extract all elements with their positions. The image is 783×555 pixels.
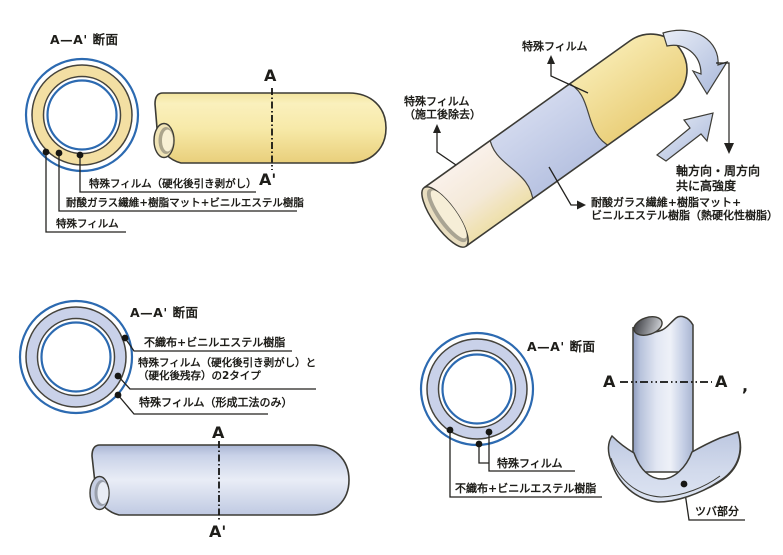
label-strength: 軸方向・周方向 共に高強度	[676, 164, 760, 193]
label-glass-fiber-layer: 耐酸ガラス繊維+樹脂マット+ビニルエステル樹脂	[66, 197, 304, 209]
resin-zone-lavender	[489, 81, 612, 204]
top-right-coated-pipe	[421, 19, 702, 248]
label-flange: ツバ部分	[695, 505, 739, 518]
label-resin-layer: 耐酸ガラス繊維+樹脂マット+ ビニルエステル樹脂（熱硬化性樹脂）	[591, 196, 778, 223]
top-left-pipe	[153, 88, 387, 170]
section-title: A—A' 断面	[50, 32, 119, 47]
top-left-leader-lines	[45, 152, 297, 233]
label-film-types: 特殊フィルム（硬化後引き剥がし）と （硬化後残存）の2タイプ	[138, 357, 316, 383]
up-arrowhead-icon	[433, 124, 441, 133]
circumferential-direction-arrow-icon	[662, 29, 729, 96]
label-film-removed-line1: 特殊フィルム	[404, 95, 470, 108]
label-special-film: 特殊フィルム	[522, 40, 588, 53]
label-outer-film: 特殊フィルム	[56, 218, 119, 230]
flange-rim-line	[610, 457, 721, 498]
axial-direction-arrow-icon	[655, 112, 714, 162]
bottom-left-pipe	[89, 441, 350, 522]
bottom-right-flanged-pipe	[607, 315, 742, 503]
label-resin-layer-line2: ビニルエステル樹脂（熱硬化性樹脂）	[591, 209, 778, 223]
top-left-cross-section-ring	[24, 57, 140, 173]
label-special-film: 特殊フィルム	[497, 457, 563, 470]
label-strength-line2: 共に高強度	[676, 178, 737, 193]
axis-letter-a-prime: A'	[209, 522, 227, 541]
tube-opening	[633, 316, 663, 336]
label-nonwoven: 不織布+ビニルエステル樹脂	[144, 336, 286, 349]
top-right-leader-lines	[433, 55, 734, 210]
label-film-removed: 特殊フィルム （施工後除去）	[404, 95, 481, 122]
bottom-left-cross-section-ring	[18, 299, 134, 415]
axis-letter-a-right: A	[715, 372, 728, 391]
label-film-removed-line2: （施工後除去）	[404, 108, 481, 122]
bottom-right-cross-section-ring	[419, 331, 535, 447]
pipe-mouth-rim	[421, 186, 469, 248]
top-left-callout-dots	[42, 148, 84, 159]
label-inner-film: 特殊フィルム（硬化後引き剥がし）	[89, 178, 257, 190]
label-film-types-line1: 特殊フィルム（硬化後引き剥がし）と	[138, 357, 317, 369]
axis-prime-mark: ,	[742, 376, 749, 395]
down-arrowhead-icon	[724, 143, 734, 154]
label-resin-layer-line1: 耐酸ガラス繊維+樹脂マット+	[591, 196, 742, 209]
right-arrowhead-icon	[577, 200, 586, 210]
axis-letter-a-prime: A'	[259, 170, 277, 189]
bottom-left-callout-dots	[114, 334, 129, 399]
bottom-left-leader-lines	[117, 337, 316, 415]
section-title: A—A' 断面	[130, 305, 199, 320]
vertical-tube	[632, 315, 694, 473]
label-film-types-line2: （硬化後残存）の2タイプ	[138, 369, 261, 382]
label-strength-line1: 軸方向・周方向	[676, 164, 761, 178]
axis-letter-a: A	[212, 423, 225, 442]
pipe-mouth-rim	[153, 122, 175, 159]
up-arrowhead-icon	[547, 55, 555, 64]
label-nonwoven: 不織布+ビニルエステル樹脂	[455, 482, 597, 495]
axis-letter-a: A	[264, 66, 277, 85]
pipe-mouth-rim	[89, 475, 110, 511]
section-title: A—A' 断面	[527, 339, 596, 354]
axis-letter-a-left: A	[603, 372, 616, 391]
film-zone-yellow	[565, 19, 702, 148]
callout-dot	[680, 480, 688, 488]
label-film-forming: 特殊フィルム（形成工法のみ）	[139, 396, 293, 409]
